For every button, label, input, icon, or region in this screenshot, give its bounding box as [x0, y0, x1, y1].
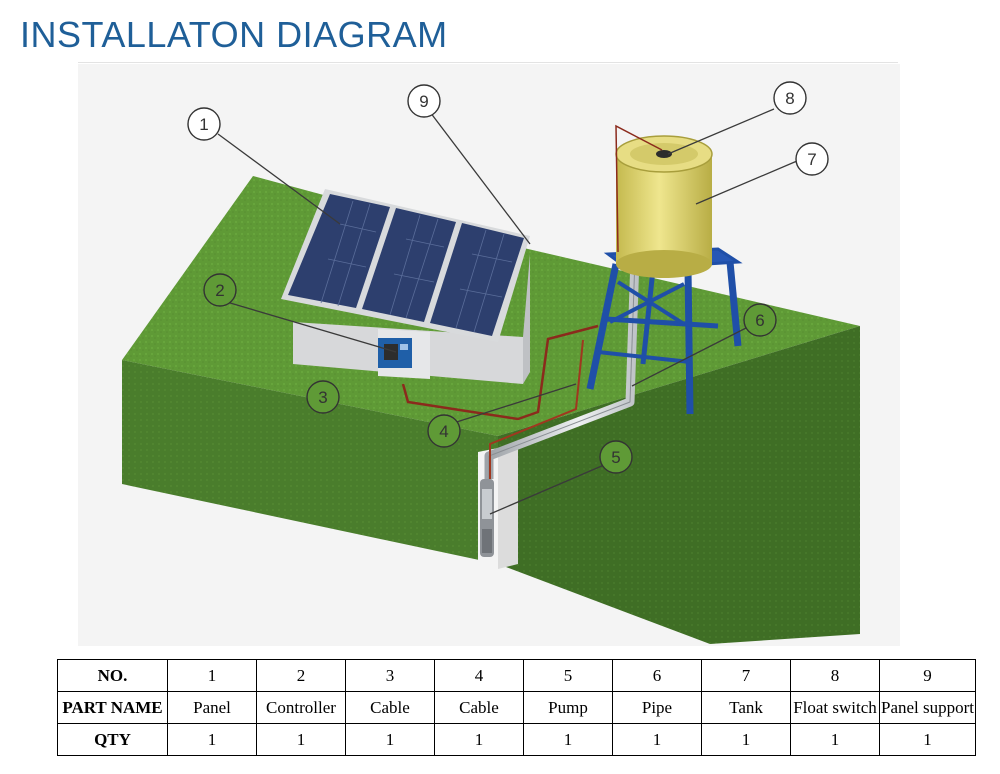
cell-qty: 1: [879, 723, 976, 756]
title-divider: [78, 62, 898, 63]
callout-3: 3: [306, 380, 340, 414]
cell-part-name: Panel: [167, 691, 257, 724]
cell-part-name: Cable: [345, 691, 435, 724]
cell-part-name: Tank: [701, 691, 791, 724]
cell-qty: 1: [434, 723, 524, 756]
cable-4: [489, 339, 584, 479]
cell-no: 3: [345, 659, 435, 692]
table-row-qty: QTY 1 1 1 1 1 1 1 1 1: [57, 723, 976, 756]
cell-part-name: Controller: [256, 691, 346, 724]
water-tank: [615, 135, 713, 278]
page-title: INSTALLATON DIAGRAM: [20, 14, 448, 55]
callout-9: 9: [407, 84, 441, 118]
svg-text:7: 7: [807, 150, 816, 169]
cell-qty: 1: [167, 723, 257, 756]
cell-qty: 1: [790, 723, 880, 756]
cell-no: 2: [256, 659, 346, 692]
callout-5: 5: [599, 440, 633, 474]
callout-8: 8: [773, 81, 807, 115]
svg-text:6: 6: [755, 311, 764, 330]
pump: [480, 479, 494, 557]
cell-no: 7: [701, 659, 791, 692]
callout-4: 4: [427, 414, 461, 448]
cell-no: 1: [167, 659, 257, 692]
cell-part-name: Pump: [523, 691, 613, 724]
callout-6: 6: [743, 303, 777, 337]
cell-qty: 1: [256, 723, 346, 756]
svg-text:1: 1: [199, 115, 208, 134]
cell-no: 4: [434, 659, 524, 692]
cell-part-name: Pipe: [612, 691, 702, 724]
cell-part-name: Float switch: [790, 691, 880, 724]
float-switch-wire: [615, 124, 663, 253]
cell-qty: 1: [701, 723, 791, 756]
table-row-no: NO. 1 2 3 4 5 6 7 8 9: [57, 659, 976, 692]
cell-no: 5: [523, 659, 613, 692]
svg-text:2: 2: [215, 281, 224, 300]
controller: [378, 338, 412, 368]
callout-leaders: [217, 108, 798, 515]
callouts: 1 2 3 4 5 6 7 8: [187, 81, 829, 474]
row-header-no: NO.: [57, 659, 168, 692]
cell-part-name: Panel support: [879, 691, 976, 724]
svg-text:4: 4: [439, 422, 448, 441]
table-row-part-name: PART NAME Panel Controller Cable Cable P…: [57, 691, 976, 724]
svg-text:9: 9: [419, 92, 428, 111]
cell-no: 9: [879, 659, 976, 692]
row-header-part-name: PART NAME: [57, 691, 168, 724]
cable-3: [401, 324, 599, 421]
callout-7: 7: [795, 142, 829, 176]
callout-1: 1: [187, 107, 221, 141]
cell-qty: 1: [523, 723, 613, 756]
row-header-qty: QTY: [57, 723, 168, 756]
svg-text:8: 8: [785, 89, 794, 108]
solar-panel: [281, 189, 530, 342]
cell-qty: 1: [612, 723, 702, 756]
svg-text:3: 3: [318, 388, 327, 407]
cell-no: 6: [612, 659, 702, 692]
callout-2: 2: [203, 273, 237, 307]
installation-illustration: 1 2 3 4 5 6 7 8: [78, 64, 900, 646]
cell-no: 8: [790, 659, 880, 692]
parts-table: NO. 1 2 3 4 5 6 7 8 9 PART NAME Panel Co…: [57, 659, 976, 756]
cell-part-name: Cable: [434, 691, 524, 724]
svg-text:5: 5: [611, 448, 620, 467]
cell-qty: 1: [345, 723, 435, 756]
